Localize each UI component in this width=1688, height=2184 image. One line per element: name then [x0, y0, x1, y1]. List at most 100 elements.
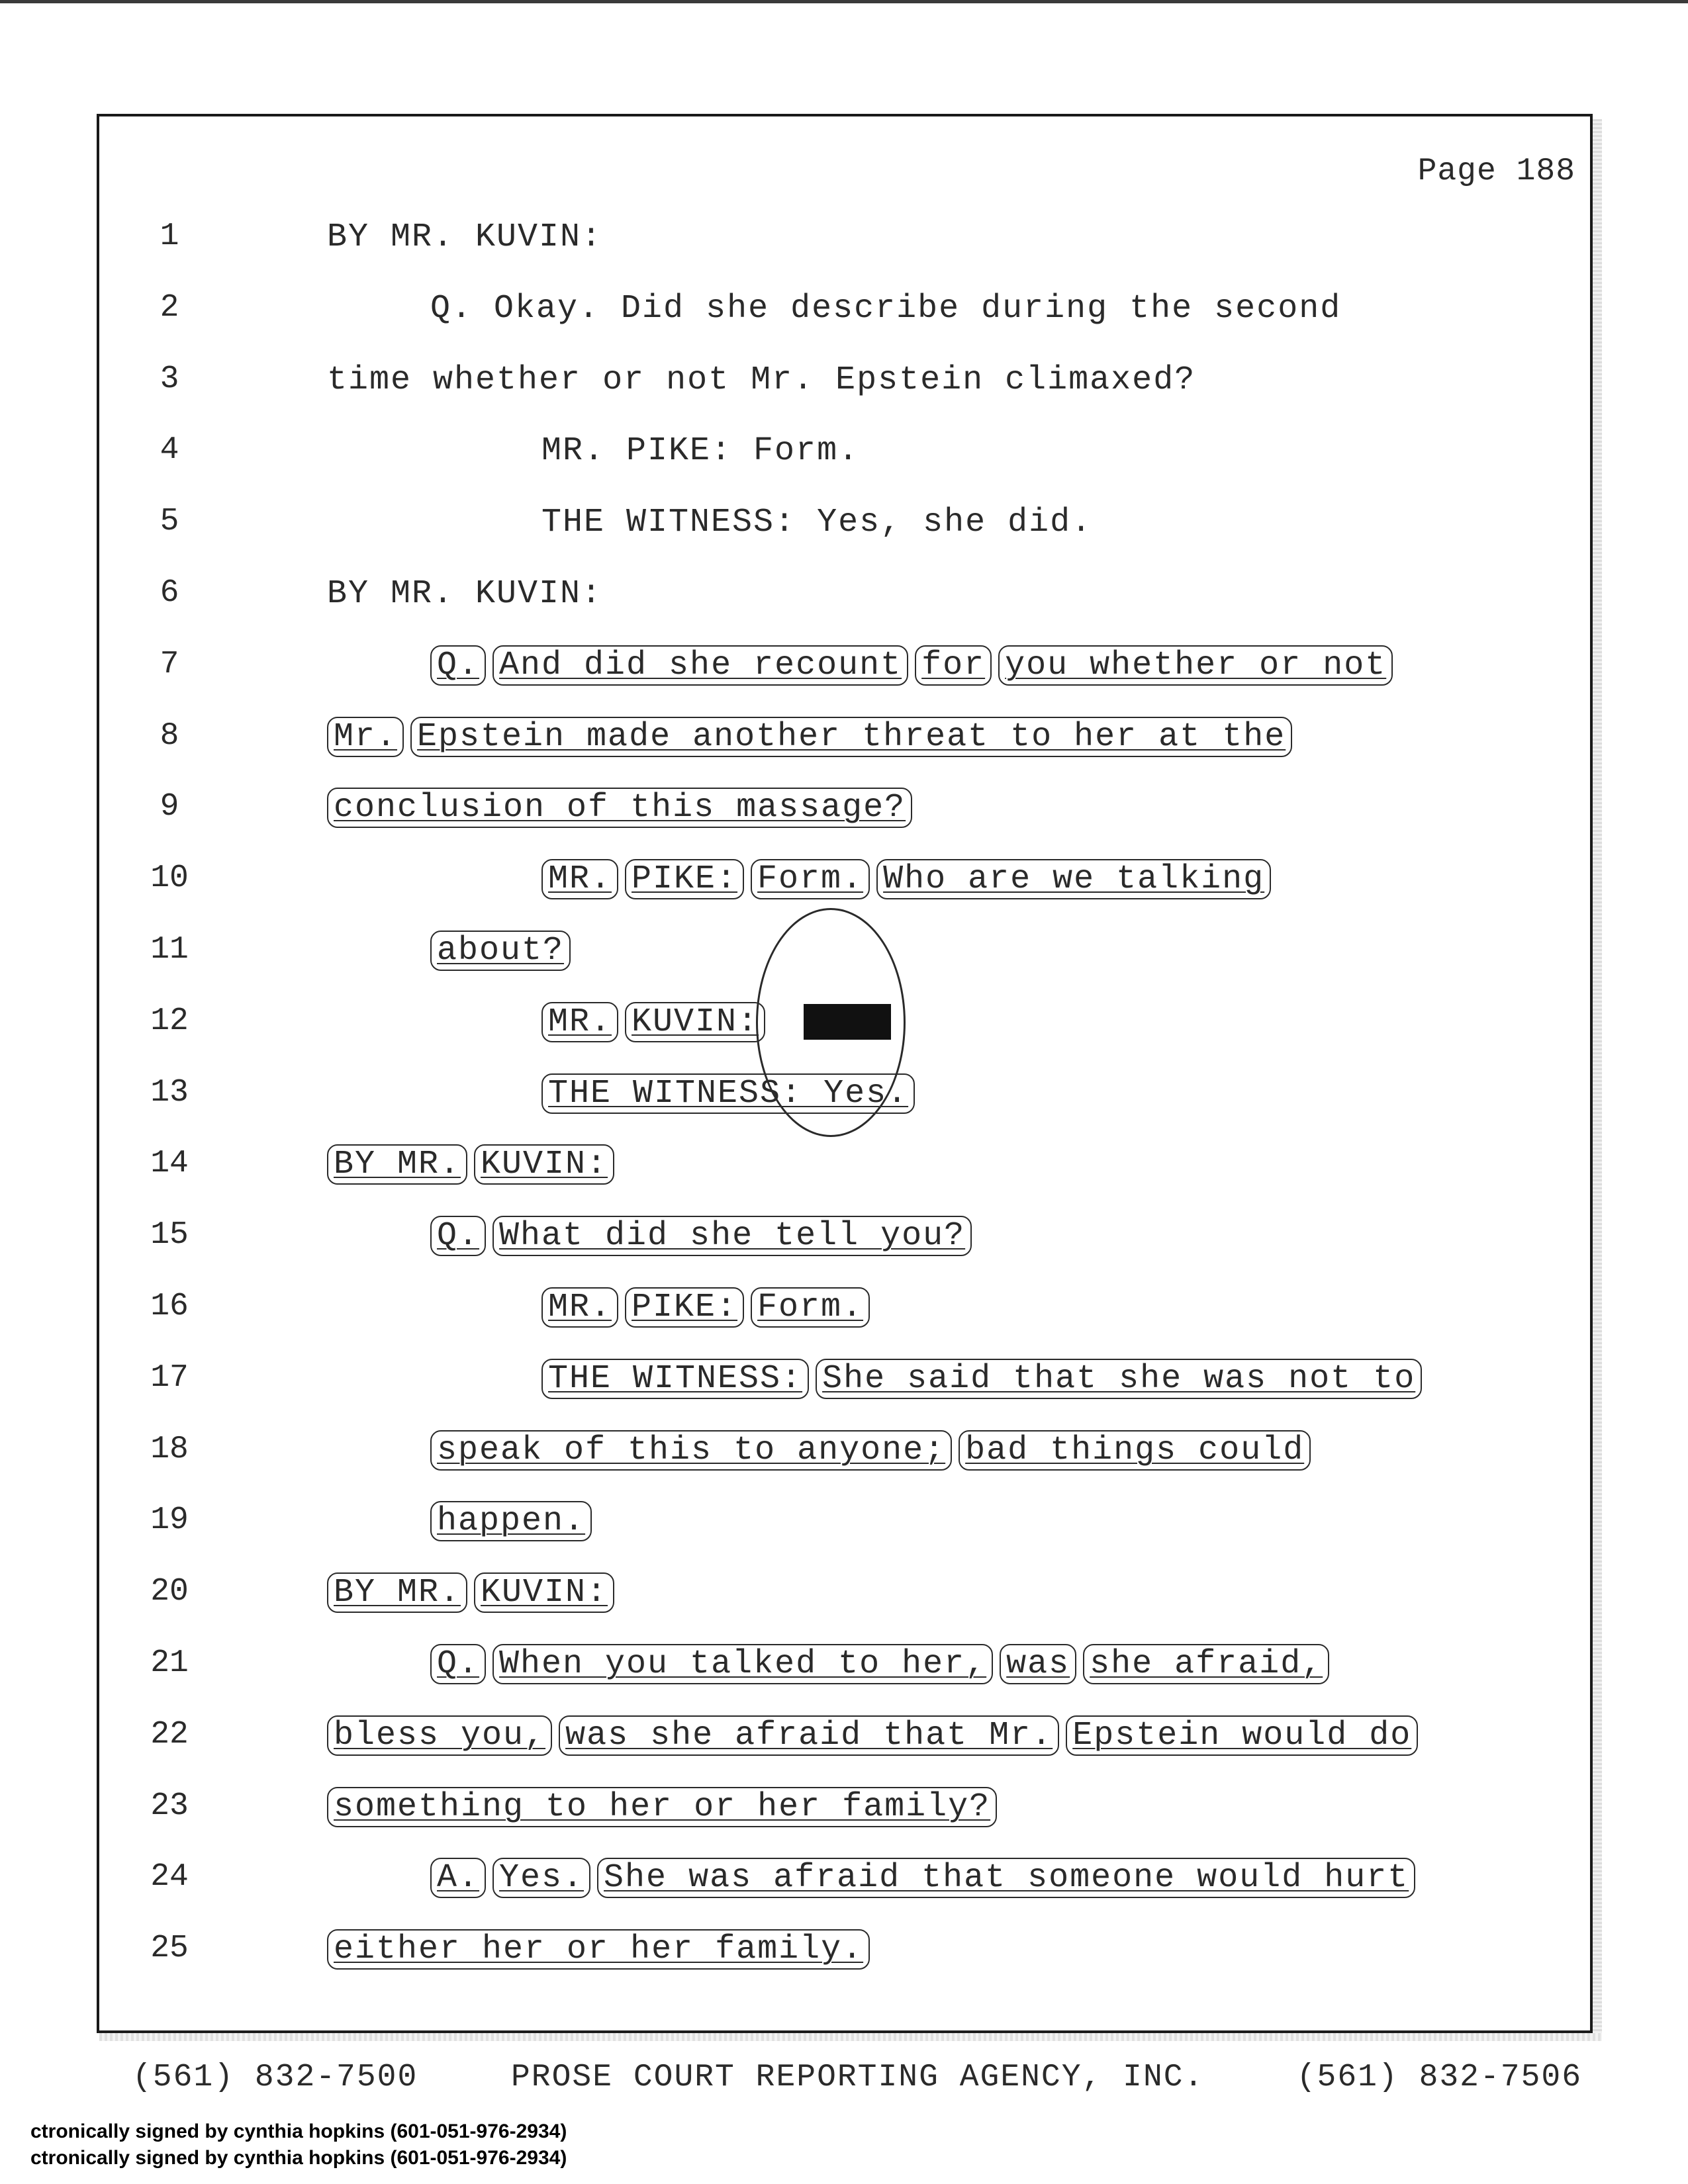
- line-text: THE WITNESS:She said that she was not to: [541, 1359, 1429, 1399]
- transcript-line: 25 either her or her family.: [0, 1925, 1688, 1997]
- line-text: conclusion of this massage?: [327, 788, 919, 828]
- line-text: Mr.Epstein made another threat to her at…: [327, 717, 1299, 757]
- line-number: 22: [150, 1717, 189, 1752]
- line-number: 12: [150, 1003, 189, 1039]
- bracketed-phrase: She said that she was not to: [816, 1359, 1423, 1399]
- line-number: 5: [160, 504, 179, 539]
- bracketed-phrase: about?: [430, 931, 571, 971]
- transcript-line: 5 THE WITNESS: Yes, she did.: [0, 498, 1688, 570]
- bracketed-phrase: THE WITNESS:: [541, 1359, 810, 1399]
- line-number: 10: [150, 860, 189, 896]
- bracketed-phrase: Yes.: [492, 1858, 591, 1898]
- line-number: 17: [150, 1360, 189, 1396]
- bracketed-phrase: was: [1000, 1644, 1077, 1684]
- transcript-line: 2 Q. Okay. Did she describe during the se…: [0, 285, 1688, 356]
- transcript-line: 1 BY MR. KUVIN:: [0, 213, 1688, 285]
- line-text: BY MR.KUVIN:: [327, 1144, 621, 1185]
- bracketed-phrase: Mr.: [327, 717, 404, 757]
- transcript-line: 15 Q.What did she tell you?: [0, 1212, 1688, 1283]
- text-segment: BY MR. KUVIN:: [327, 218, 603, 256]
- text-segment: time whether or not Mr. Epstein climaxed…: [327, 361, 1196, 399]
- line-number: 14: [150, 1146, 189, 1181]
- line-text: MR. PIKE: Form.: [541, 432, 859, 470]
- transcript-line: 16 MR.PIKE:Form.: [0, 1283, 1688, 1355]
- bracketed-phrase: Q.: [430, 1216, 487, 1256]
- text-segment: Q. Okay. Did she describe during the sec…: [430, 290, 1342, 328]
- bracketed-phrase: MR.: [541, 859, 619, 899]
- bracketed-phrase: BY MR.: [327, 1144, 468, 1185]
- line-number: 25: [150, 1931, 189, 1966]
- bracketed-phrase: MR.: [541, 1287, 619, 1328]
- bracketed-phrase: you whether or not: [998, 645, 1393, 686]
- bracketed-phrase: bad things could: [959, 1430, 1311, 1471]
- bracketed-phrase: PIKE:: [625, 1287, 745, 1328]
- bracketed-phrase: she afraid,: [1083, 1644, 1330, 1684]
- line-text: bless you,was she afraid that Mr.Epstein…: [327, 1715, 1425, 1756]
- line-text: BY MR.KUVIN:: [327, 1572, 621, 1613]
- bracketed-phrase: She was afraid that someone would hurt: [597, 1858, 1416, 1898]
- line-number: 7: [160, 647, 179, 682]
- footer-agency-name: PROSE COURT REPORTING AGENCY, INC.: [511, 2060, 1205, 2095]
- bracketed-phrase: Epstein would do: [1066, 1715, 1419, 1756]
- transcript-line: 17 THE WITNESS:She said that she was not …: [0, 1355, 1688, 1426]
- transcript-line: 22 bless you,was she afraid that Mr.Epste…: [0, 1711, 1688, 1783]
- line-number: 23: [150, 1788, 189, 1824]
- bracketed-phrase: KUVIN:: [474, 1144, 615, 1185]
- bracketed-phrase: PIKE:: [625, 859, 745, 899]
- bracketed-phrase: happen.: [430, 1501, 592, 1541]
- footer-phone-right: (561) 832-7506: [1296, 2060, 1582, 2095]
- text-segment: THE WITNESS: Yes, she did.: [541, 504, 1093, 541]
- transcript-line: 14 BY MR.KUVIN:: [0, 1140, 1688, 1212]
- bracketed-phrase: conclusion of this massage?: [327, 788, 913, 828]
- bracketed-phrase: And did she recount: [492, 645, 909, 686]
- line-text: happen.: [430, 1501, 598, 1541]
- signature-line-1: ctronically signed by cynthia hopkins (6…: [30, 2120, 567, 2142]
- bracketed-phrase: was she afraid that Mr.: [559, 1715, 1060, 1756]
- bracketed-phrase: for: [915, 645, 992, 686]
- line-text: A.Yes.She was afraid that someone would …: [430, 1858, 1422, 1898]
- line-number: 1: [160, 218, 179, 254]
- bracketed-phrase: Form.: [751, 859, 870, 899]
- line-number: 8: [160, 718, 179, 754]
- line-number: 16: [150, 1289, 189, 1324]
- line-text: MR.PIKE:Form.: [541, 1287, 876, 1328]
- line-number: 9: [160, 789, 179, 825]
- signature-line-2: ctronically signed by cynthia hopkins (6…: [30, 2147, 567, 2169]
- line-number: 15: [150, 1217, 189, 1253]
- line-number: 2: [160, 290, 179, 326]
- line-text: THE WITNESS: Yes, she did.: [541, 504, 1092, 541]
- bracketed-phrase: MR.: [541, 1002, 619, 1042]
- line-text: BY MR. KUVIN:: [327, 218, 602, 256]
- transcript-line: 19 happen.: [0, 1497, 1688, 1569]
- line-text: speak of this to anyone;bad things could: [430, 1430, 1317, 1471]
- transcript-line: 9 conclusion of this massage?: [0, 784, 1688, 855]
- line-number: 19: [150, 1502, 189, 1538]
- scan-edge-right: [1593, 119, 1602, 2038]
- footer-phone-left: (561) 832-7500: [132, 2060, 418, 2095]
- line-text: Q.What did she tell you?: [430, 1216, 978, 1256]
- bracketed-phrase: speak of this to anyone;: [430, 1430, 953, 1471]
- bracketed-phrase: Q.: [430, 1644, 487, 1684]
- line-number: 13: [150, 1075, 189, 1111]
- transcript-line: 18 speak of this to anyone;bad things cou…: [0, 1426, 1688, 1498]
- line-number: 6: [160, 575, 179, 611]
- bracketed-phrase: KUVIN:: [474, 1572, 615, 1613]
- bracketed-phrase: Form.: [751, 1287, 870, 1328]
- line-text: Q. Okay. Did she describe during the sec…: [430, 290, 1341, 328]
- line-number: 18: [150, 1432, 189, 1467]
- bracketed-phrase: either her or her family.: [327, 1929, 870, 1970]
- bracketed-phrase: Who are we talking: [876, 859, 1272, 899]
- bracketed-phrase: When you talked to her,: [492, 1644, 994, 1684]
- transcript-line: 10 MR.PIKE:Form.Who are we talking: [0, 855, 1688, 927]
